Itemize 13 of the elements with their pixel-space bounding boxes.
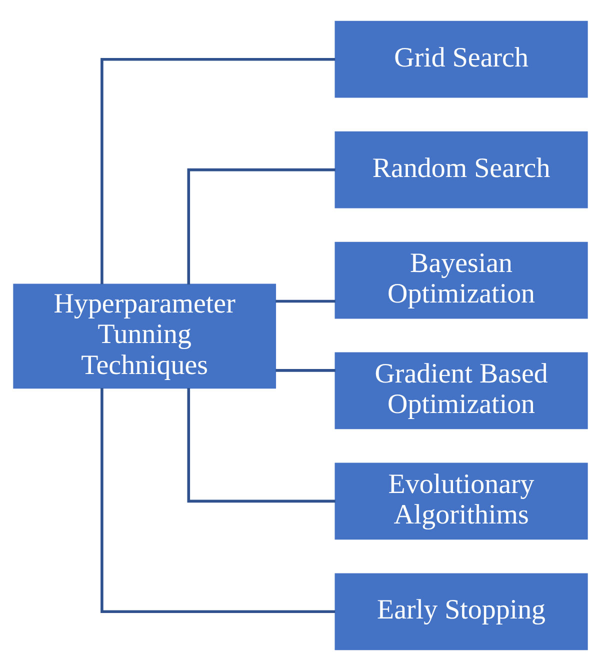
connector [100,57,336,284]
connector [187,387,336,502]
node-box: Random Search [334,130,588,208]
node-box: Evolutionary Algorithims [334,462,588,540]
node-box: Grid Search [334,20,588,98]
node-box: Bayesian Optimization [334,241,588,318]
node-box: Gradient Based Optimization [334,352,588,429]
node-box: Hyperparameter Tunning Techniques [13,283,276,388]
node-box: Early Stopping [334,572,588,650]
connector [187,168,336,284]
connector [276,368,336,372]
connector [100,388,336,613]
connector [276,299,336,302]
